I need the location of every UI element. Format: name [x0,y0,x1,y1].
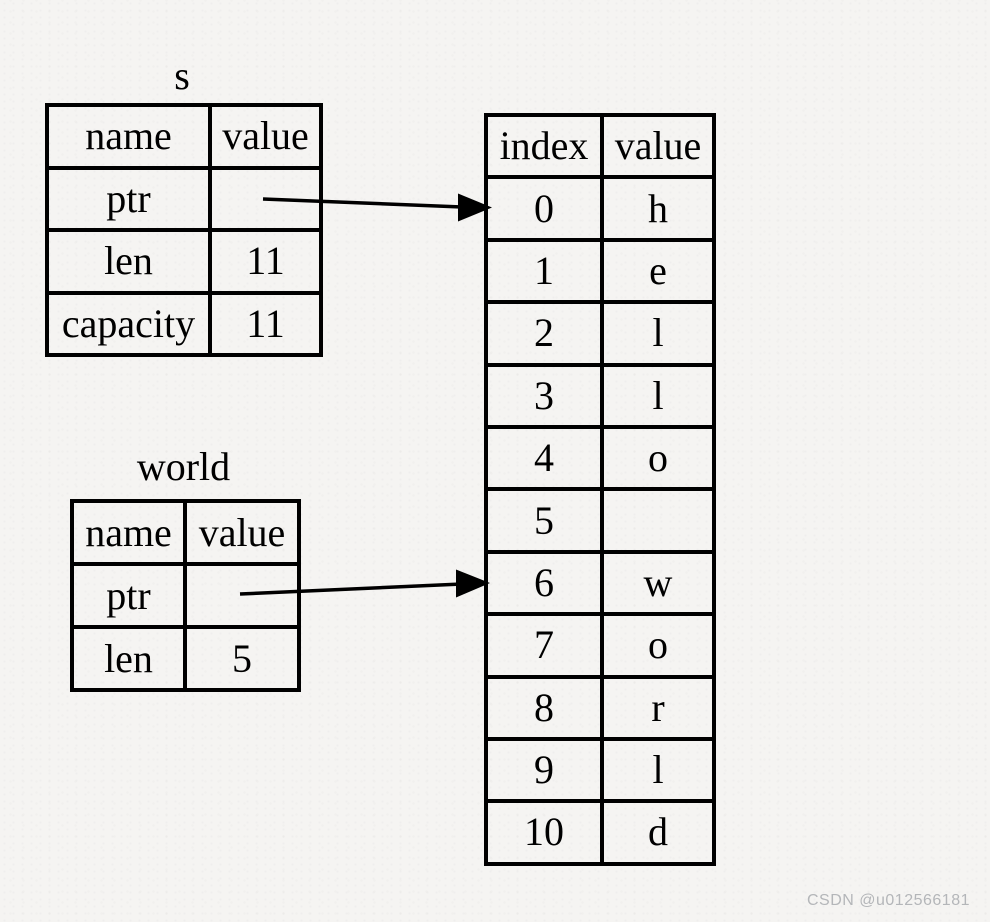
table-header-row: name value [45,103,323,170]
heap-index-value-table: index value 0 h 1 e 2 l 3 l 4 o [484,112,716,866]
s-len-value: 11 [208,228,323,295]
table-row: len 11 [45,228,323,295]
world-ptr-value-cell [183,562,301,629]
table-header-row: name value [70,499,301,566]
table-row: 8 r [484,674,716,741]
heap-value-1: e [600,237,716,305]
heap-index-1: 1 [484,237,604,305]
heap-value-6: w [600,549,716,617]
world-header-value: value [183,499,301,566]
world-len-value: 5 [183,625,301,692]
heap-header-value: value [600,112,716,180]
world-ptr-label: ptr [70,562,187,629]
heap-value-8: r [600,674,716,741]
table-row: 4 o [484,424,716,492]
heap-value-7: o [600,612,716,679]
heap-value-9: l [600,736,716,804]
heap-value-10: d [600,799,716,866]
heap-index-10: 10 [484,799,604,866]
table-row: 0 h [484,175,716,242]
table-row: 3 l [484,362,716,429]
heap-index-6: 6 [484,549,604,617]
s-ptr-value-cell [208,165,323,232]
s-len-label: len [45,228,212,295]
heap-value-5 [600,487,716,554]
table-row: 10 d [484,799,716,866]
table-row: 5 [484,487,716,554]
s-struct-table: name value ptr len 11 capacity 11 [45,103,323,357]
table-row: 2 l [484,300,716,367]
s-capacity-label: capacity [45,290,212,357]
table-row: 7 o [484,612,716,679]
world-slice-table: name value ptr len 5 [70,499,301,692]
heap-value-2: l [600,300,716,367]
heap-index-3: 3 [484,362,604,429]
heap-index-4: 4 [484,424,604,492]
table-row: 9 l [484,736,716,804]
s-capacity-value: 11 [208,290,323,357]
s-header-value: value [208,103,323,170]
heap-index-9: 9 [484,736,604,804]
s-ptr-label: ptr [45,165,212,232]
heap-index-5: 5 [484,487,604,554]
table-row: len 5 [70,625,301,692]
heap-value-4: o [600,424,716,492]
heap-value-3: l [600,362,716,429]
s-table-title: s [174,53,190,98]
heap-index-2: 2 [484,300,604,367]
world-table-title: world [136,444,231,489]
table-row: capacity 11 [45,290,323,357]
heap-index-8: 8 [484,674,604,741]
csdn-watermark: CSDN @u012566181 [806,892,970,909]
heap-header-index: index [484,112,604,180]
world-len-label: len [70,625,187,692]
table-header-row: index value [484,112,716,180]
table-row: 6 w [484,549,716,617]
heap-index-0: 0 [484,175,604,242]
table-row: ptr [70,562,301,629]
s-header-name: name [45,103,212,170]
heap-value-0: h [600,175,716,242]
table-row: ptr [45,165,323,232]
table-row: 1 e [484,237,716,305]
heap-index-7: 7 [484,612,604,679]
world-header-name: name [70,499,187,566]
